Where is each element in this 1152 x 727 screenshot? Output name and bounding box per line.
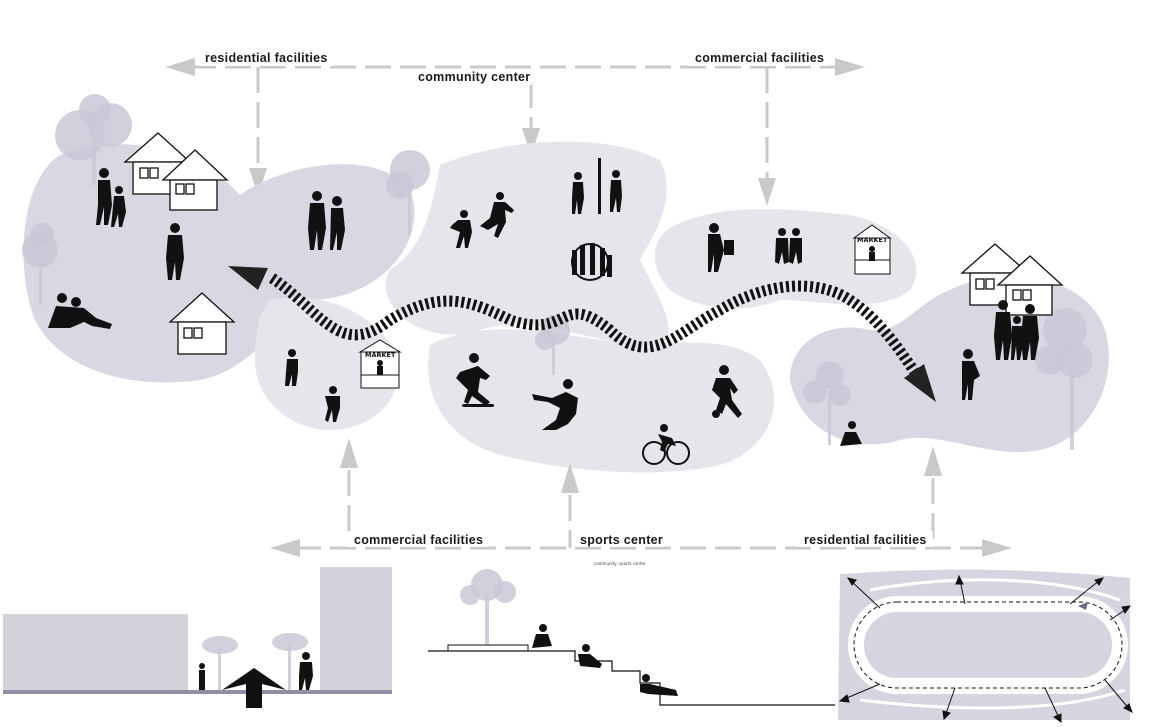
track-plan — [838, 569, 1133, 723]
label-community-center: community center — [418, 70, 530, 84]
house-icon — [996, 255, 1064, 316]
sitting-person-figure — [840, 421, 862, 446]
market-sign: MARKET — [857, 236, 888, 244]
street-section — [3, 567, 392, 708]
tree-icon — [803, 361, 851, 445]
tree-icon — [55, 94, 132, 185]
zone-sports — [428, 329, 775, 473]
people — [48, 158, 1039, 465]
jumping-person-figure — [532, 379, 578, 430]
family-walking-figure — [96, 168, 126, 227]
house-icon — [161, 149, 229, 211]
parent-child-figure — [166, 223, 184, 280]
sitting-person-figure — [578, 644, 602, 668]
circulation-path — [228, 266, 936, 402]
trees — [22, 94, 1093, 450]
label-commercial-top: commercial facilities — [695, 51, 824, 65]
pedestrian-figure — [199, 663, 205, 690]
child-figure — [325, 386, 340, 422]
market-sign: MARKET — [365, 351, 396, 359]
path-arrowhead-right — [904, 364, 936, 402]
couple-walking-figure — [308, 191, 345, 250]
top-flow-arrows — [165, 58, 865, 206]
house-icon — [168, 292, 236, 355]
market-stall-right: MARKET — [852, 224, 892, 275]
path-arrowhead-left — [228, 266, 268, 290]
family-group-figure — [994, 300, 1039, 360]
cyclist-figure — [642, 424, 690, 465]
track-arrows — [838, 574, 1133, 723]
tree-icon — [272, 633, 308, 690]
tree-icon — [1035, 308, 1093, 450]
sitting-couple-figure — [48, 293, 112, 329]
skateboarder-figure — [456, 353, 494, 407]
dancers-figure — [450, 192, 514, 248]
label-residential-bottom: residential facilities — [804, 533, 927, 547]
tree-icon — [202, 636, 238, 690]
labels: residential facilities community center … — [198, 50, 933, 547]
up-arrow-icon — [222, 668, 286, 708]
label-commercial-bottom: commercial facilities — [354, 533, 483, 547]
tree-icon — [460, 569, 516, 645]
pedestrian-figure — [299, 652, 313, 690]
soccer-player-figure — [712, 365, 742, 418]
circle-dance-group-figure — [571, 243, 612, 281]
walker-figure — [285, 349, 298, 386]
zone-community-center — [385, 141, 669, 346]
reclining-person-figure — [640, 674, 678, 696]
label-residential-top: residential facilities — [205, 51, 328, 65]
label-sports-center: sports center — [580, 533, 663, 547]
tree-icon — [386, 150, 430, 235]
houses — [123, 132, 1064, 355]
market-stall-left: MARKET — [358, 339, 402, 389]
stair-section: community, sports center — [428, 561, 835, 706]
bottom-flow-arrows — [270, 438, 1012, 557]
sitting-person-figure — [532, 624, 552, 648]
tree-icon — [22, 223, 58, 305]
house-icon — [123, 132, 192, 195]
talking-people-figure — [572, 158, 622, 214]
couple-standing-figure — [775, 228, 802, 264]
section-caption: community, sports center — [594, 561, 646, 566]
woman-figure — [962, 349, 980, 400]
shopper-figure — [708, 223, 734, 272]
